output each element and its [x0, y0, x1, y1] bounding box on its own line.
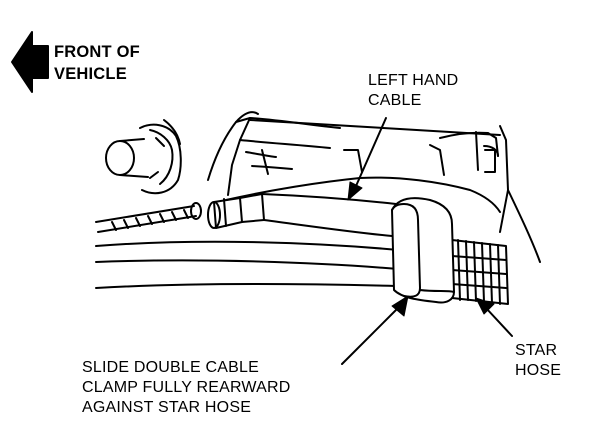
cable-label-line1: LEFT HAND	[368, 72, 459, 89]
body-bracket	[207, 111, 541, 263]
bolt-icon	[105, 119, 182, 195]
star-hose	[451, 239, 509, 305]
double-cable-clamp	[391, 197, 455, 304]
leader-cable	[347, 117, 387, 201]
clamp-label-line3: AGAINST STAR HOSE	[82, 399, 252, 416]
left-hand-cable	[207, 193, 397, 237]
direction-label-line1: FRONT OF	[54, 43, 140, 61]
clamp-label-line2: CLAMP FULLY REARWARD	[82, 379, 291, 396]
front-arrow-icon	[11, 31, 49, 93]
leader-clamp	[341, 295, 409, 365]
frame-rails	[95, 240, 421, 289]
clamp-label-line1: SLIDE DOUBLE CABLE	[82, 359, 259, 376]
direction-label-line2: VEHICLE	[54, 65, 127, 83]
leader-hose	[475, 297, 513, 337]
cable-label-line2: CABLE	[368, 92, 422, 109]
hose-label-line2: HOSE	[515, 362, 562, 379]
hose-label-line1: STAR	[515, 342, 558, 359]
thin-cable	[95, 202, 202, 233]
